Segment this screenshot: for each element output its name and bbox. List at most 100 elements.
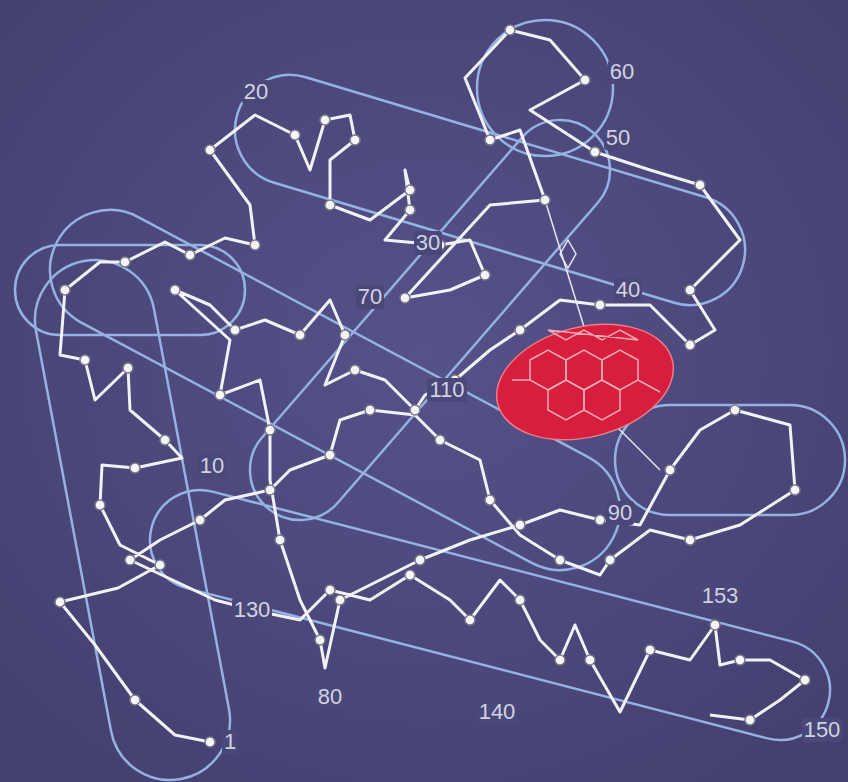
residue-dot bbox=[800, 675, 810, 685]
residue-dot bbox=[170, 285, 180, 295]
helix-outline bbox=[229, 99, 630, 540]
residue-dots bbox=[55, 25, 810, 747]
backbone-chain bbox=[60, 30, 805, 742]
residue-dot bbox=[580, 75, 590, 85]
residue-dot bbox=[555, 555, 565, 565]
residue-number: 153 bbox=[700, 584, 741, 608]
residue-dot bbox=[605, 555, 615, 565]
residue-dot bbox=[405, 185, 415, 195]
residue-dot bbox=[485, 135, 495, 145]
residue-dot bbox=[730, 405, 740, 415]
residue-number: 70 bbox=[356, 285, 384, 309]
residue-dot bbox=[745, 715, 755, 725]
helix-outline bbox=[29, 189, 641, 591]
residue-dot bbox=[265, 485, 275, 495]
heme-bond bbox=[512, 379, 530, 381]
helix-outline bbox=[222, 62, 759, 319]
residue-dot bbox=[735, 655, 745, 665]
bond-line bbox=[545, 200, 585, 330]
residue-dot bbox=[405, 570, 415, 580]
residue-dot bbox=[130, 463, 140, 473]
residue-dot bbox=[515, 520, 525, 530]
residue-dot bbox=[80, 355, 90, 365]
residue-dot bbox=[685, 535, 695, 545]
residue-dot bbox=[340, 330, 350, 340]
residue-dot bbox=[555, 655, 565, 665]
residue-dot bbox=[60, 285, 70, 295]
residue-dot bbox=[215, 390, 225, 400]
residue-dot bbox=[185, 250, 195, 260]
residue-dot bbox=[195, 515, 205, 525]
residue-dot bbox=[265, 425, 275, 435]
residue-dot bbox=[685, 340, 695, 350]
residue-number: 90 bbox=[606, 501, 634, 525]
residue-dot bbox=[595, 300, 605, 310]
residue-dot bbox=[505, 25, 515, 35]
residue-dot bbox=[595, 515, 605, 525]
residue-dot bbox=[123, 363, 133, 373]
residue-dot bbox=[120, 257, 130, 267]
residue-dot bbox=[365, 405, 375, 415]
residue-dot bbox=[480, 270, 490, 280]
residue-number: 80 bbox=[316, 685, 344, 709]
residue-dot bbox=[155, 560, 165, 570]
residue-number: 130 bbox=[232, 598, 273, 622]
residue-dot bbox=[590, 147, 600, 157]
heme-ring bbox=[602, 350, 638, 390]
residue-dot bbox=[325, 450, 335, 460]
residue-dot bbox=[350, 365, 360, 375]
residue-dot bbox=[295, 330, 305, 340]
helix-outline bbox=[139, 479, 841, 751]
residue-dot bbox=[790, 485, 800, 495]
residue-dot bbox=[230, 325, 240, 335]
residue-dot bbox=[130, 695, 140, 705]
residue-number: 150 bbox=[802, 718, 843, 742]
residue-dot bbox=[320, 115, 330, 125]
residue-dot bbox=[465, 615, 475, 625]
residue-dot bbox=[695, 180, 705, 190]
heme-bond bbox=[638, 380, 660, 392]
residue-dot bbox=[485, 495, 495, 505]
residue-number: 30 bbox=[414, 231, 442, 255]
residue-dot bbox=[665, 465, 675, 475]
residue-dot bbox=[415, 555, 425, 565]
heme-ring bbox=[548, 330, 638, 340]
residue-dot bbox=[55, 597, 65, 607]
residue-dot bbox=[585, 655, 595, 665]
residue-dot bbox=[160, 435, 170, 445]
heme-group bbox=[484, 307, 685, 457]
residue-number: 1 bbox=[222, 730, 238, 754]
residue-dot bbox=[250, 240, 260, 250]
residue-number: 20 bbox=[242, 80, 270, 104]
bond-diamond bbox=[560, 240, 576, 268]
residue-dot bbox=[515, 325, 525, 335]
residue-number: 60 bbox=[608, 60, 636, 84]
heme-ring bbox=[566, 350, 602, 390]
residue-dot bbox=[290, 130, 300, 140]
residue-number: 110 bbox=[427, 378, 466, 402]
residue-dot bbox=[400, 293, 410, 303]
heme-ring bbox=[530, 350, 566, 390]
residue-dot bbox=[645, 645, 655, 655]
residue-dot bbox=[205, 737, 215, 747]
residue-number: 40 bbox=[614, 278, 642, 302]
residue-dot bbox=[350, 135, 360, 145]
heme-rings bbox=[512, 330, 660, 420]
residue-dot bbox=[515, 595, 525, 605]
residue-dot bbox=[275, 535, 285, 545]
residue-dot bbox=[325, 200, 335, 210]
residue-dot bbox=[315, 635, 325, 645]
residue-dot bbox=[710, 620, 720, 630]
residue-dot bbox=[410, 405, 420, 415]
residue-dot bbox=[205, 145, 215, 155]
residue-dot bbox=[435, 435, 445, 445]
residue-number: 50 bbox=[604, 126, 632, 150]
residue-dot bbox=[125, 555, 135, 565]
heme-ring bbox=[548, 380, 584, 420]
residue-dot bbox=[405, 205, 415, 215]
residue-dot bbox=[540, 195, 550, 205]
helix-outline bbox=[25, 250, 240, 782]
